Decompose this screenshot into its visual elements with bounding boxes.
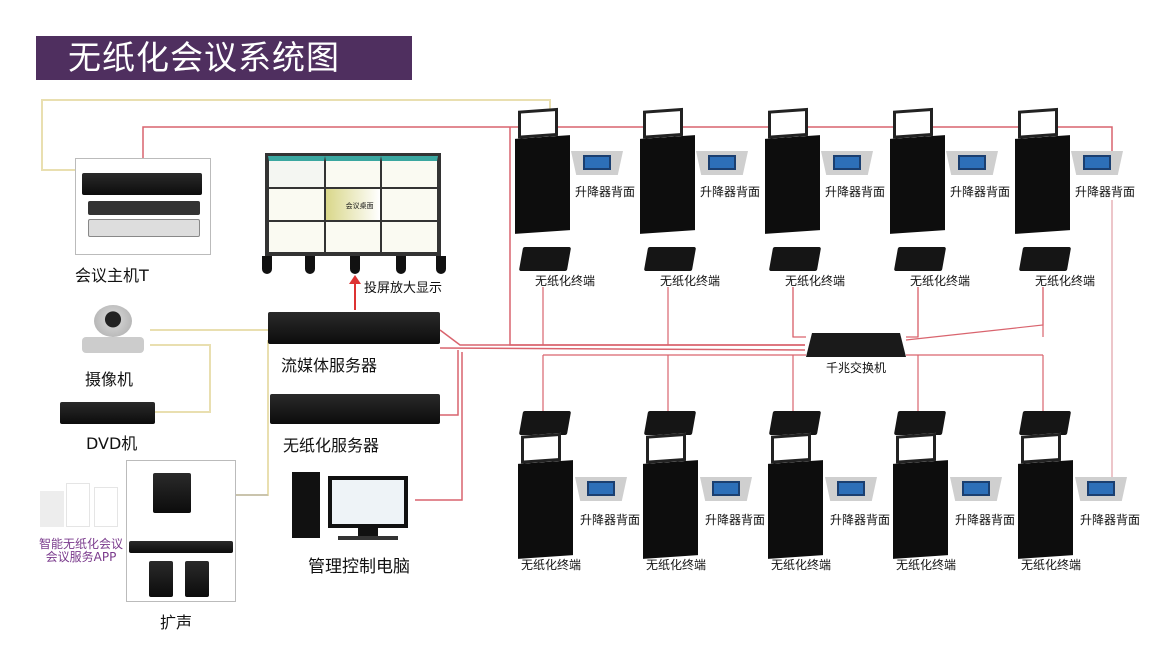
lifter-back-label: 升降器背面 [1080, 513, 1141, 527]
lifter [643, 432, 698, 559]
paperless-terminal [643, 247, 697, 271]
lifter-screen [896, 432, 936, 464]
lifter-back-view [825, 477, 877, 501]
lifter-back-view [821, 151, 873, 175]
sound-system [126, 460, 236, 602]
camera [82, 305, 144, 355]
lifter [1015, 107, 1070, 234]
terminal-label: 无纸化终端 [910, 274, 971, 288]
terminal-label: 无纸化终端 [646, 558, 707, 572]
paperless-terminal [643, 411, 697, 435]
paperless-server [270, 394, 440, 424]
paperless-terminal [893, 411, 947, 435]
terminal-label: 无纸化终端 [771, 558, 832, 572]
paperless-terminal [1018, 247, 1072, 271]
lifter-screen [521, 432, 561, 464]
lifter-back-view [950, 477, 1002, 501]
lifter [765, 107, 820, 234]
lifter-back-label: 升降器背面 [705, 513, 766, 527]
lifter [518, 432, 573, 559]
terminal-label: 无纸化终端 [521, 558, 582, 572]
lifter [1018, 432, 1073, 559]
lifter-back-label: 升降器背面 [830, 513, 891, 527]
app-screens [40, 483, 120, 531]
paperless-terminal [1018, 411, 1072, 435]
lifter-screen [643, 107, 683, 139]
lifter-screen [1018, 107, 1058, 139]
paperless-terminal [768, 411, 822, 435]
lifter-back-view [700, 477, 752, 501]
lifter-back-view [575, 477, 627, 501]
lifter-back-label: 升降器背面 [575, 185, 636, 199]
lifter [515, 107, 570, 234]
page-title: 无纸化会议系统图 [36, 36, 412, 80]
terminal-label: 无纸化终端 [785, 274, 846, 288]
host-label: 会议主机T [75, 266, 149, 285]
dvd-label: DVD机 [86, 434, 138, 453]
lifter [640, 107, 695, 234]
lifter-back-label: 升降器背面 [580, 513, 641, 527]
terminal-label: 无纸化终端 [1021, 558, 1082, 572]
wall-screen-text: 会议桌面 [345, 202, 374, 211]
app-label-line1: 智能无纸化会议 [38, 537, 123, 551]
paperless-terminal [518, 247, 572, 271]
lifter-screen [768, 107, 808, 139]
paperless-terminal [768, 247, 822, 271]
lifter-screen [1021, 432, 1061, 464]
lifter-screen [771, 432, 811, 464]
pc-label: 管理控制电脑 [308, 557, 410, 577]
lifter-back-label: 升降器背面 [825, 185, 886, 199]
lifter-back-label: 升降器背面 [700, 185, 761, 199]
lifter-back-view [1071, 151, 1123, 175]
terminal-label: 无纸化终端 [1035, 274, 1096, 288]
paperless-terminal [893, 247, 947, 271]
lifter-back-label: 升降器背面 [955, 513, 1016, 527]
lifter-back-view [1075, 477, 1127, 501]
lifter-back-label: 升降器背面 [950, 185, 1011, 199]
camera-label: 摄像机 [85, 370, 134, 389]
wall-label: 投屏放大显示 [364, 281, 443, 296]
video-wall: 会议桌面 [265, 153, 441, 256]
management-pc [292, 472, 417, 542]
terminal-label: 无纸化终端 [535, 274, 596, 288]
lifter-screen [893, 107, 933, 139]
paperless-terminal [518, 411, 572, 435]
streaming-server [268, 312, 440, 344]
lifter-screen [518, 107, 558, 139]
app-label-line2: 会议服务APP [45, 550, 117, 564]
terminal-label: 无纸化终端 [660, 274, 721, 288]
app-label: 智能无纸化会议 会议服务APP [36, 538, 126, 564]
conference-host [75, 158, 211, 255]
speaker-label: 扩声 [160, 613, 193, 632]
lifter [890, 107, 945, 234]
paperless-server-label: 无纸化服务器 [283, 436, 380, 455]
switch-label: 千兆交换机 [826, 361, 887, 375]
lifter-back-view [696, 151, 748, 175]
stream-server-label: 流媒体服务器 [281, 356, 378, 375]
terminal-label: 无纸化终端 [896, 558, 957, 572]
lifter [893, 432, 948, 559]
lifter [768, 432, 823, 559]
dvd-player [60, 402, 155, 424]
lifter-back-label: 升降器背面 [1075, 185, 1136, 199]
lifter-screen [646, 432, 686, 464]
lifter-back-view [571, 151, 623, 175]
gigabit-switch [806, 333, 906, 357]
lifter-back-view [946, 151, 998, 175]
